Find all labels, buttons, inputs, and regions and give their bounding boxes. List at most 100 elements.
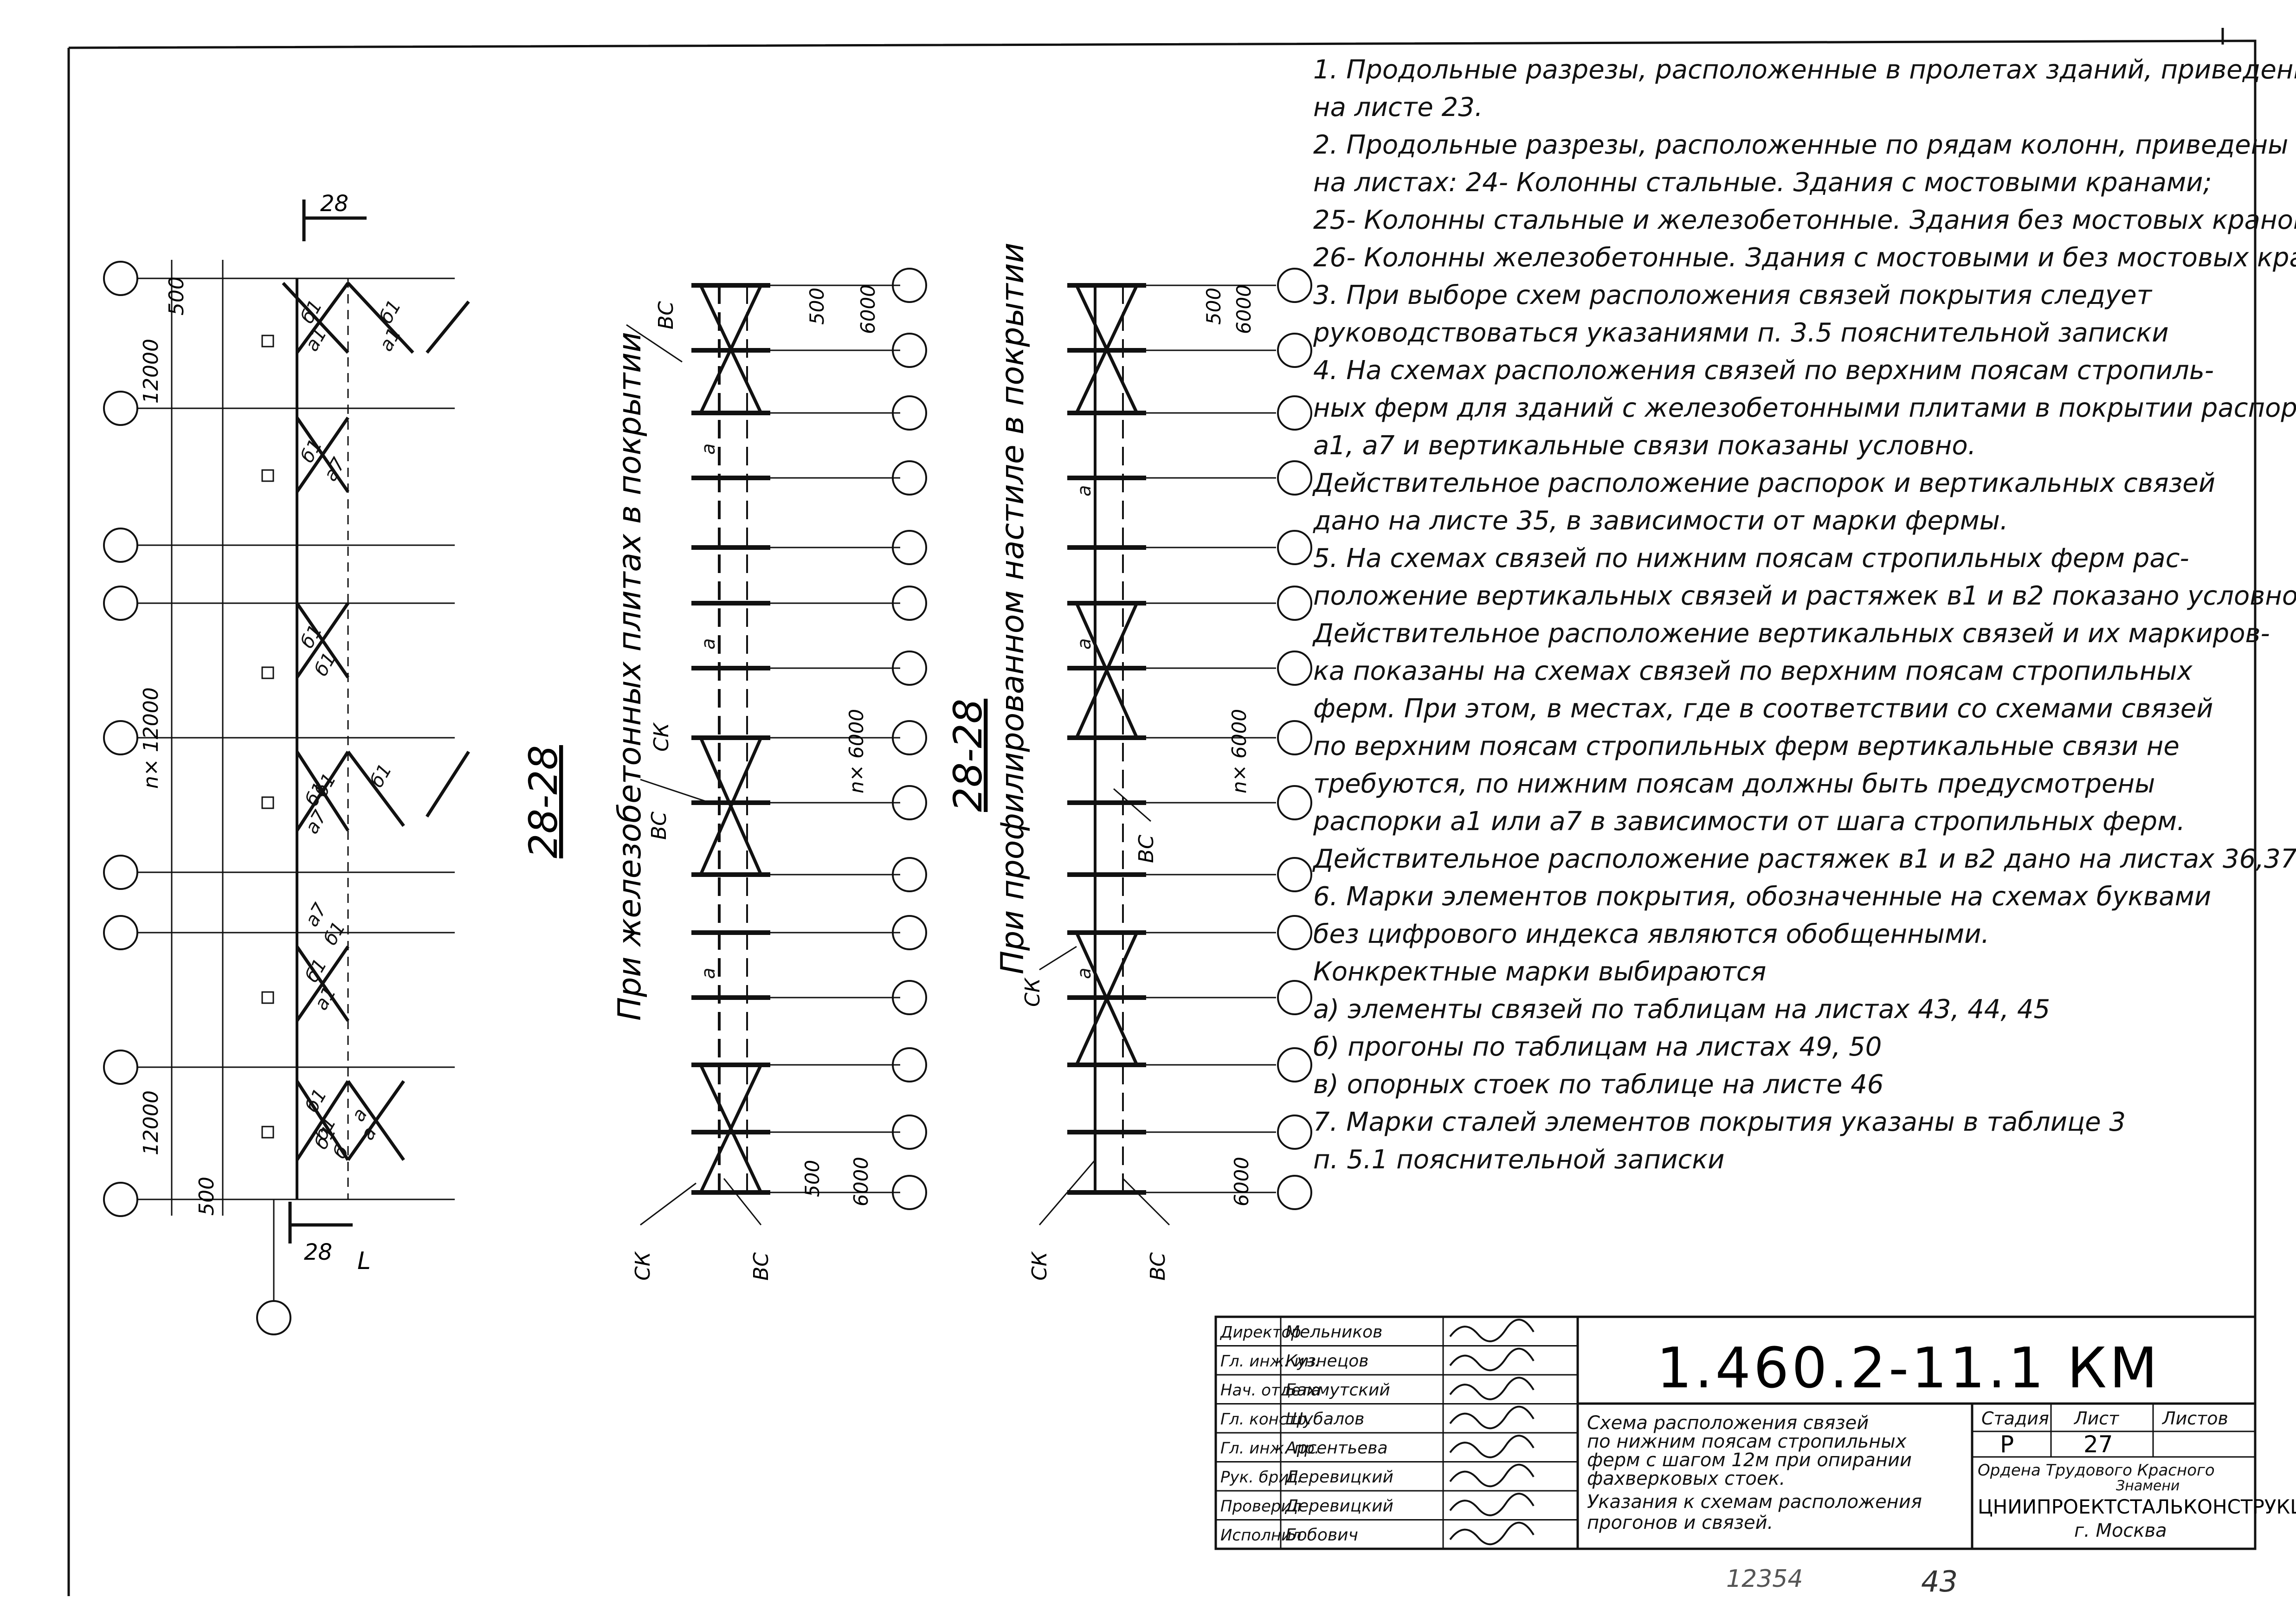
strut-node bbox=[261, 469, 274, 482]
tb-org-2: Знамени bbox=[2116, 1478, 2180, 1494]
note-line: на листе 23. bbox=[1313, 92, 1483, 122]
purlin-label: а bbox=[1074, 967, 1095, 979]
note-line: требуются, по нижним поясам должны быть … bbox=[1313, 769, 2155, 799]
bracing-diagonal bbox=[282, 282, 349, 354]
bracing-diagonal bbox=[296, 1080, 349, 1161]
bracing-label: а1 bbox=[310, 983, 341, 1014]
purlin-label: а bbox=[698, 443, 719, 455]
grid-axis-bubble bbox=[1277, 268, 1312, 303]
tb-name: Бобович bbox=[1285, 1526, 1358, 1545]
bracing-diagonal bbox=[426, 300, 470, 354]
section-a-label-sk: СК bbox=[650, 722, 673, 752]
grid-axis-bubble bbox=[103, 586, 138, 621]
purlin-label: а bbox=[1074, 638, 1095, 650]
section-a-dim-top-a: 500 bbox=[806, 288, 828, 325]
bracing-label: а1 bbox=[375, 324, 406, 355]
note-line: на листах: 24- Колонны стальные. Здания … bbox=[1313, 167, 2212, 198]
bracing-diagonal bbox=[296, 751, 349, 831]
note-line: распорки а1 или а7 в зависимости от шага… bbox=[1313, 806, 2186, 837]
vertical-bracing bbox=[699, 737, 763, 876]
note-line: ка показаны на схемах связей по верхним … bbox=[1313, 656, 2193, 686]
strut-node bbox=[261, 991, 274, 1004]
note-line: 4. На схемах расположения связей по верх… bbox=[1313, 355, 2214, 386]
note-line: 26- Колонны железобетонные. Здания с мос… bbox=[1313, 243, 2296, 273]
tb-name: Бахмутский bbox=[1285, 1381, 1390, 1400]
tb-role: Гл. инж. ин. bbox=[1220, 1352, 1320, 1371]
note-line: Действительное расположение растяжек в1 … bbox=[1313, 844, 2296, 874]
tb-role: Нач. отдела bbox=[1220, 1381, 1321, 1400]
section-b-label-vs-mid: ВС bbox=[1135, 835, 1158, 863]
section-mark-bottom-label: 28 bbox=[304, 1239, 332, 1265]
tb-desc-4: фахверковых стоек. bbox=[1587, 1468, 1785, 1489]
note-line: п. 5.1 пояснительной записки bbox=[1313, 1145, 1725, 1175]
bracing-diagonal bbox=[426, 751, 470, 818]
grid-axis-bubble bbox=[892, 720, 927, 755]
note-line: 5. На схемах связей по нижним поясам стр… bbox=[1313, 543, 2189, 573]
strut-node bbox=[261, 1126, 274, 1139]
tb-org-1: Ордена Трудового Красного bbox=[1978, 1461, 2215, 1480]
note-line: по верхним поясам стропильных ферм верти… bbox=[1313, 731, 2180, 761]
grid-axis-bubble bbox=[1277, 530, 1312, 565]
tb-desc-1: Схема расположения связей bbox=[1587, 1412, 1869, 1434]
tb-role: Исполнил bbox=[1220, 1526, 1302, 1545]
note-line: 1. Продольные разрезы, расположенные в п… bbox=[1313, 55, 2296, 85]
note-line: 6. Марки элементов покрытия, обозначенны… bbox=[1313, 882, 2212, 912]
page-number: 43 bbox=[1921, 1565, 1958, 1598]
grid-axis-bubble bbox=[1277, 333, 1312, 368]
bracing-diagonal bbox=[347, 1080, 405, 1161]
section-b-dim-mid: n× 6000 bbox=[1228, 709, 1251, 793]
grid-axis-bubble bbox=[1277, 395, 1312, 431]
span-label-top: 12000 bbox=[139, 339, 163, 404]
section-b-title: 28-28 bbox=[945, 699, 991, 812]
note-line: а) элементы связей по таблицам на листах… bbox=[1313, 994, 2051, 1024]
signature bbox=[1449, 1463, 1535, 1488]
leader-line bbox=[640, 1182, 697, 1226]
bracing-diagonal bbox=[347, 282, 414, 354]
bracing-label: б1 bbox=[297, 621, 327, 652]
tb-desc-3: ферм с шагом 12м при опирании bbox=[1587, 1450, 1912, 1471]
grid-axis-bubble bbox=[1277, 1047, 1312, 1082]
leader-line bbox=[1039, 946, 1077, 971]
grid-axis-bubble bbox=[1277, 651, 1312, 686]
grid-axis-bubble bbox=[892, 915, 927, 950]
bracing-label: б1 bbox=[366, 760, 396, 791]
strut-node bbox=[261, 796, 274, 809]
signature bbox=[1449, 1347, 1535, 1372]
note-line: 3. При выборе схем расположения связей п… bbox=[1313, 280, 2152, 310]
grid-axis-bubble bbox=[1277, 1115, 1312, 1150]
grid-axis-bubble bbox=[103, 915, 138, 950]
vertical-bracing bbox=[1075, 932, 1139, 1066]
grid-axis-bubble bbox=[1277, 915, 1312, 950]
note-line: дано на листе 35, в зависимости от марки… bbox=[1313, 506, 2008, 536]
grid-axis-bubble bbox=[256, 1300, 291, 1335]
section-a-label-vs-top: ВС bbox=[654, 301, 678, 329]
tb-name: Шубалов bbox=[1285, 1410, 1364, 1429]
grid-axis-bubble bbox=[892, 333, 927, 368]
bracing-diagonal bbox=[296, 946, 349, 1022]
grid-axis-bubble bbox=[1277, 857, 1312, 892]
vertical-bracing bbox=[699, 284, 763, 414]
tb-desc-2: по нижним поясам стропильных bbox=[1587, 1431, 1907, 1452]
signature bbox=[1449, 1493, 1535, 1516]
note-line: 25- Колонны стальные и железобетонные. З… bbox=[1313, 205, 2296, 235]
note-line: б) прогоны по таблицам на листах 49, 50 bbox=[1313, 1032, 1882, 1062]
note-line: Действительное расположение распорок и в… bbox=[1313, 468, 2216, 498]
bracing-diagonal bbox=[296, 282, 349, 354]
tb-name: Деревицкий bbox=[1284, 1497, 1393, 1516]
note-line: в) опорных стоек по таблице на листе 46 bbox=[1313, 1069, 1884, 1100]
grid-axis-bubble bbox=[103, 391, 138, 426]
grid-axis-bubble bbox=[1277, 785, 1312, 820]
section-a-label-vs-bottom: ВС bbox=[749, 1252, 773, 1281]
signature bbox=[1449, 1435, 1535, 1458]
leader-line bbox=[1038, 1160, 1096, 1225]
drawing-code: 1.460.2-11.1 КМ bbox=[1657, 1336, 2160, 1401]
bracing-diagonal bbox=[296, 417, 349, 493]
note-line: 7. Марки сталей элементов покрытия указа… bbox=[1313, 1107, 2126, 1137]
tb-role: Рук. бриг. bbox=[1220, 1468, 1302, 1487]
leader-line bbox=[640, 779, 710, 804]
bracing-label: б1 bbox=[320, 918, 350, 949]
signature bbox=[1449, 1405, 1535, 1430]
strut-node bbox=[261, 666, 274, 679]
